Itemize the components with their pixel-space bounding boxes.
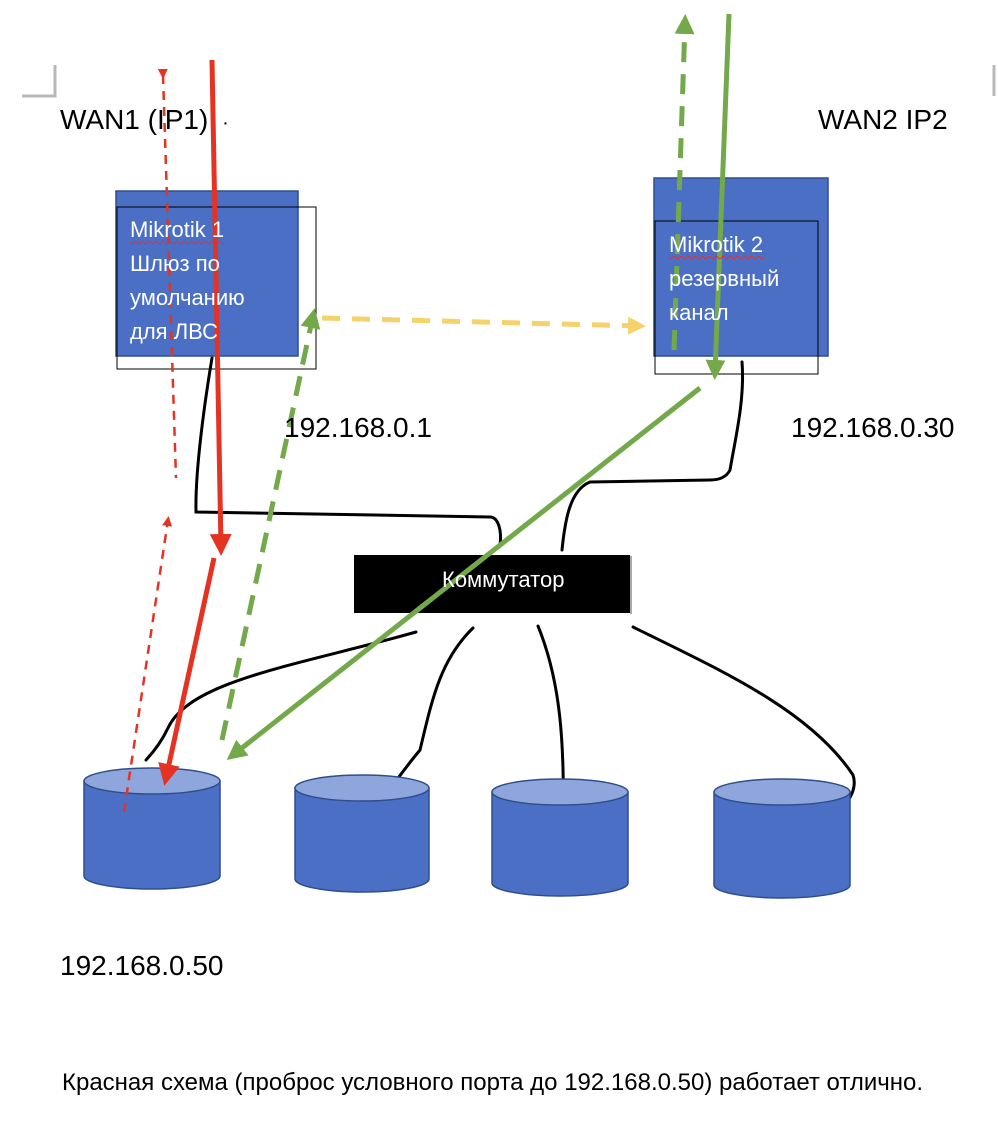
router1-ip: 192.168.0.1 xyxy=(284,412,432,443)
green-solid-arrow-down xyxy=(705,13,732,380)
green-dashed-arrow-to-router1 xyxy=(219,308,321,741)
router2-line-2: резервный xyxy=(669,266,780,291)
router1-line-2: Шлюз по xyxy=(130,251,220,276)
page-corner-mark-left xyxy=(22,65,57,98)
yellow-dashed-arrow xyxy=(321,315,646,335)
red-solid-arrow-down xyxy=(209,59,232,556)
router2-box xyxy=(653,177,829,357)
red-flow xyxy=(122,59,232,813)
cabling xyxy=(144,356,856,832)
host-4 xyxy=(713,778,851,899)
router2-line-3: канал xyxy=(669,300,729,325)
router1-line-4: для ЛВС xyxy=(130,319,218,344)
switch-box xyxy=(354,555,630,613)
cable-router1-switch xyxy=(194,356,502,547)
host-3 xyxy=(491,778,629,897)
switch-label: Коммутатор xyxy=(442,567,565,592)
green-dashed-arrow-up xyxy=(671,14,695,351)
router1-text: Mikrotik 1 Шлюз по умолчанию для ЛВС xyxy=(130,213,245,349)
host-1 xyxy=(83,767,221,890)
green-solid-arrow-to-host xyxy=(226,386,702,760)
cable-switch-host2 xyxy=(389,626,475,790)
router1-line-1: Mikrotik 1 xyxy=(130,217,225,242)
red-dashed-arrow-up xyxy=(157,68,178,479)
host-2 xyxy=(294,774,430,893)
cable-switch-host4 xyxy=(631,625,856,809)
red-dashed-arrow-up-lower xyxy=(122,516,173,813)
green-flow xyxy=(219,13,732,760)
wan1-text: WAN1 (IP1) xyxy=(60,104,209,135)
cable-switch-host1 xyxy=(144,630,418,762)
caption: Красная схема (проброс условного порта д… xyxy=(62,1069,923,1096)
router1-line-3: умолчанию xyxy=(130,285,245,310)
router1-box xyxy=(115,190,299,357)
router2-textbox-frame xyxy=(654,220,819,375)
red-solid-arrow-down-lower xyxy=(158,557,217,786)
router2-ip: 192.168.0.30 xyxy=(791,412,955,443)
wan2-label: WAN2 IP2 xyxy=(818,104,948,135)
router2-text: Mikrotik 2 резервный канал xyxy=(669,228,779,330)
wan1-label: WAN1 (IP1) · xyxy=(60,104,229,136)
cable-router2-switch xyxy=(560,360,745,552)
wan1-marker: · xyxy=(222,112,229,134)
router2-line-1: Mikrotik 2 xyxy=(669,232,764,257)
host1-ip: 192.168.0.50 xyxy=(60,950,224,981)
